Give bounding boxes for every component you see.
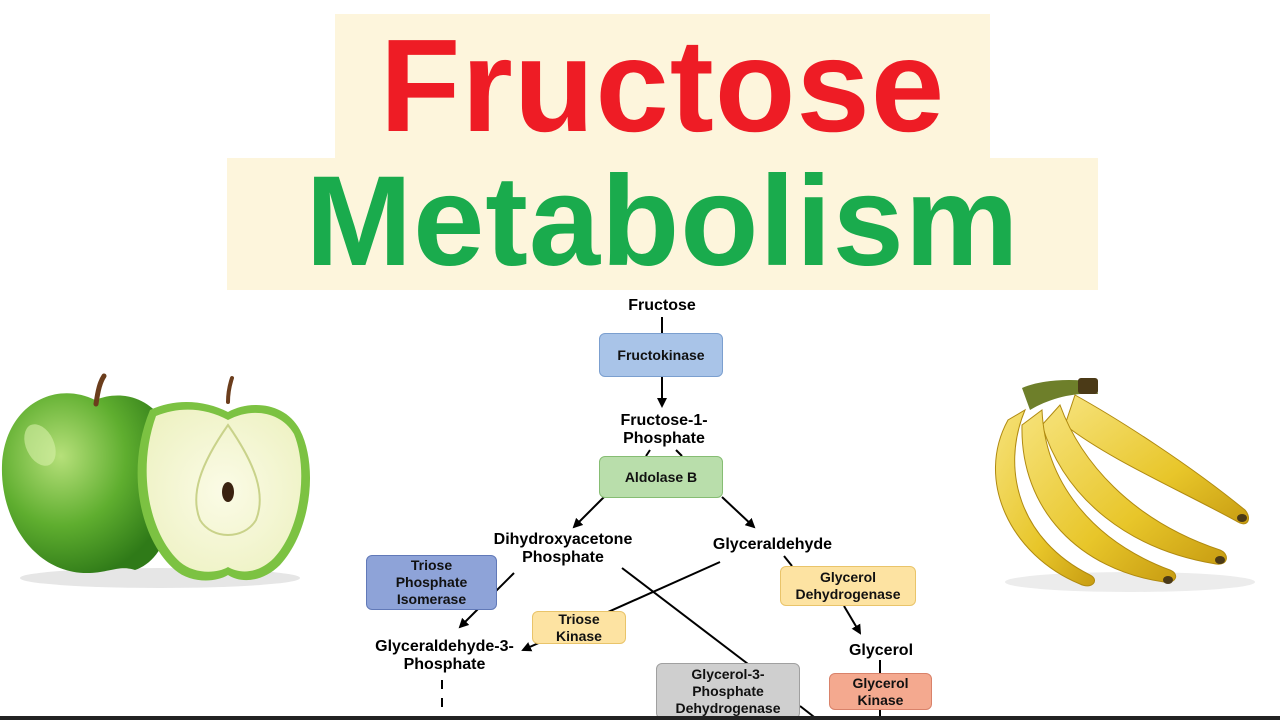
g3pdh-line2: Phosphate [692,682,764,699]
banana-bunch-illustration [994,378,1255,592]
enzyme-aldolase-b: Aldolase B [599,456,723,498]
g3p-line2: Phosphate [403,656,486,673]
glyceraldehyde-label: Glyceraldehyde [712,536,833,553]
aldolase-b-label: Aldolase B [624,468,698,485]
enzyme-glycerol-dehydrogenase: Glycerol Dehydrogenase [780,566,916,606]
arrow-aldolase-dhap [572,496,605,529]
g3pdh-line1: Glycerol-3- [691,665,765,682]
triose-kinase-line2: Kinase [556,627,602,644]
title-band-metabolism: Metabolism [227,154,1098,290]
title-band-fructose: Fructose [335,14,990,158]
glycerol-dh-line1: Glycerol [819,569,877,585]
banana-3 [1041,404,1227,565]
f1p-line2: Phosphate [623,430,705,447]
banana-4 [1064,394,1249,525]
arrow-aldolase-glyceraldehyde [721,496,756,529]
f1p-line1: Fructose-1- [620,412,708,429]
dhap-line2: Phosphate [522,549,604,566]
g3pdh-line3: Dehydrogenase [675,699,781,716]
metabolite-glycerol: Glycerol [836,642,926,660]
metabolite-fructose-1-phosphate: Fructose-1- Phosphate [594,412,734,448]
tpi-line3: Isomerase [396,591,467,607]
enzyme-glycerol-kinase: Glycerol Kinase [829,673,932,710]
green-apple-illustration [1,373,311,588]
glycerol-kinase-line1: Glycerol [852,674,909,691]
enzyme-triose-kinase: Triose Kinase [532,611,626,644]
arrow-glyceraldehyde-gdh [783,555,793,567]
metabolite-g3p: Glyceraldehyde-3- Phosphate [362,638,527,674]
tpi-line2: Phosphate [395,574,468,590]
banana-2 [1021,409,1177,583]
glycerol-dh-line2: Dehydrogenase [795,586,901,602]
enzyme-glycerol-3-phosphate-dehydrogenase: Glycerol-3- Phosphate Dehydrogenase [656,663,800,719]
metabolite-fructose: Fructose [612,297,712,315]
arrow-f1p-aldolase-left [645,449,651,457]
title-fructose: Fructose [379,12,946,159]
bottom-border [0,716,1280,720]
arrow-gdh-glycerol [843,605,862,635]
metabolite-fructose-label: Fructose [628,297,696,314]
enzyme-triose-phosphate-isomerase: Triose Phosphate Isomerase [366,555,497,610]
triose-kinase-line1: Triose [558,610,600,627]
tpi-line1: Triose [410,557,453,573]
banana-1 [994,408,1095,587]
metabolite-glyceraldehyde: Glyceraldehyde [700,536,845,554]
title-metabolism: Metabolism [305,150,1020,293]
fructokinase-label: Fructokinase [617,346,705,363]
glycerol-label: Glycerol [848,642,914,659]
glycerol-kinase-line2: Kinase [857,691,904,708]
arrow-dhap-g3pdh [621,567,749,665]
enzyme-fructokinase: Fructokinase [599,333,723,377]
dhap-line1: Dihydroxyacetone [493,531,633,548]
g3p-line1: Glyceraldehyde-3- [375,638,514,655]
metabolite-dhap: Dihydroxyacetone Phosphate [478,531,648,567]
arrow-f1p-aldolase-right [675,449,683,457]
